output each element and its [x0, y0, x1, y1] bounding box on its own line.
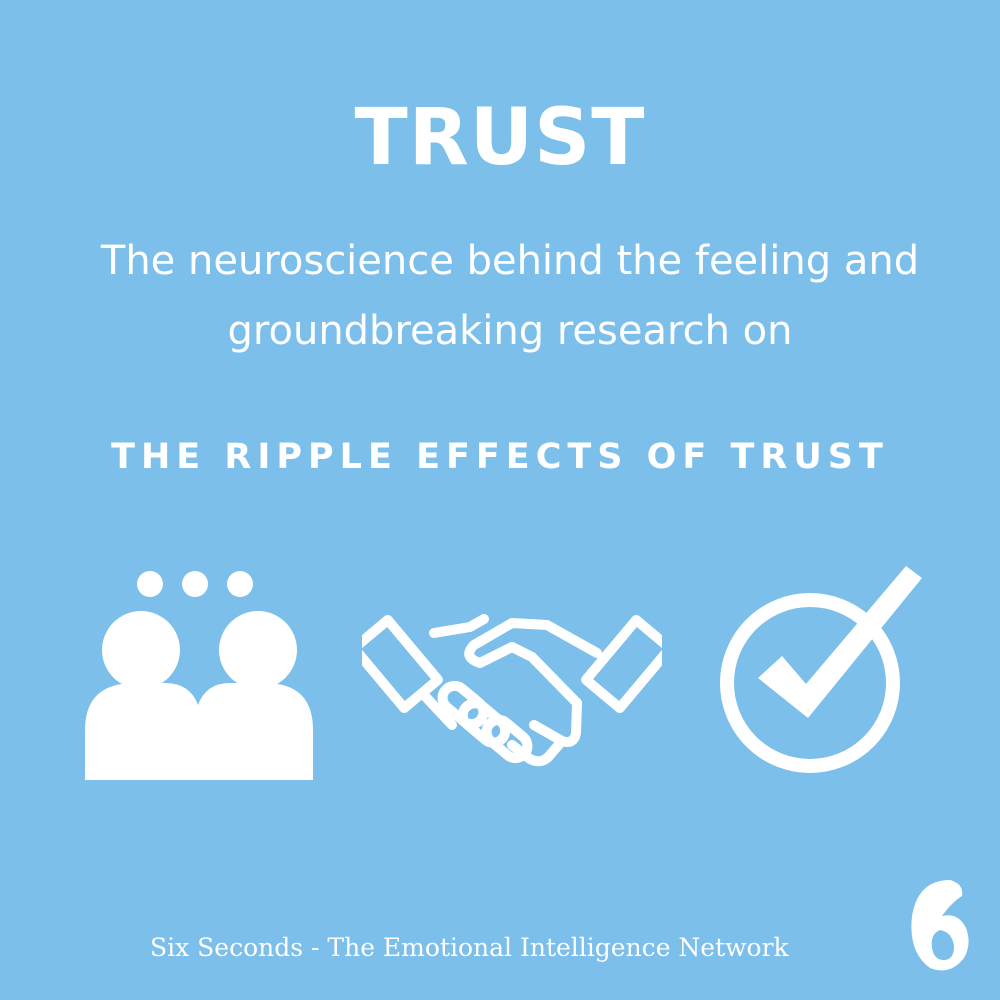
footer-tagline: Six Seconds - The Emotional Intelligence… [150, 933, 789, 962]
six-seconds-logo [911, 880, 969, 971]
subtitle-line-2: groundbreaking research on [227, 308, 793, 354]
subtitle-line-1: The neuroscience behind the feeling and [100, 238, 920, 284]
people-talking-icon [85, 571, 313, 780]
subtitle: The neuroscience behind the feeling and … [20, 226, 1000, 366]
handshake-icon [362, 614, 662, 767]
check-circle-icon [720, 566, 922, 773]
section-heading: THE RIPPLE EFFECTS OF TRUST [111, 437, 889, 477]
page-title: TRUST [354, 93, 646, 183]
